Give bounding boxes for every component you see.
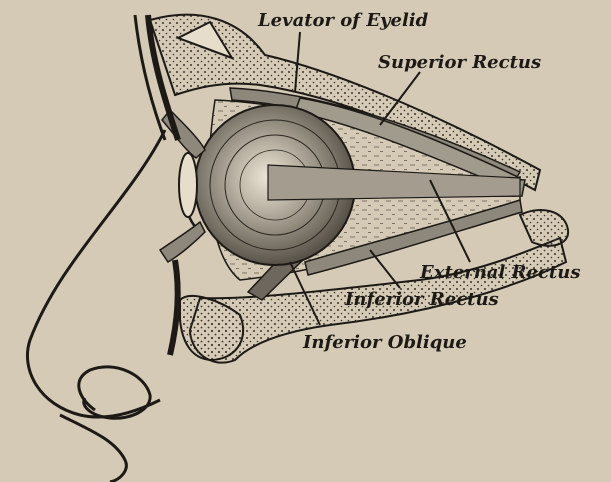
label-superior-rectus: Superior Rectus: [378, 52, 541, 73]
lens: [179, 153, 197, 217]
label-external-rectus: External Rectus: [419, 262, 580, 283]
label-inferior-oblique: Inferior Oblique: [302, 332, 467, 353]
label-inferior-rectus: Inferior Rectus: [344, 289, 499, 310]
label-levator-of-eyelid: Levator of Eyelid: [257, 10, 429, 31]
